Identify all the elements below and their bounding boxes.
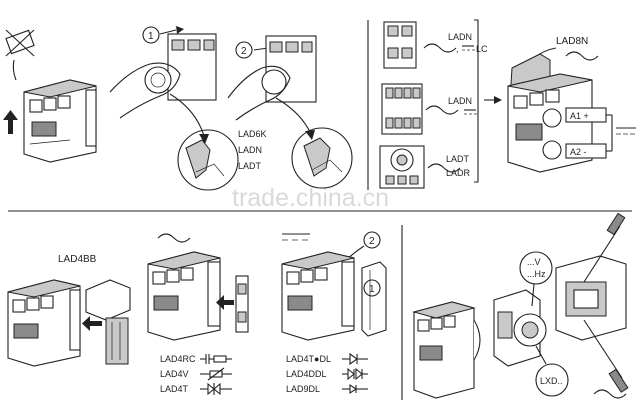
- dc-label-lad4tdl: LAD4T●DL: [286, 354, 331, 364]
- hand-rotating-module: [227, 35, 317, 121]
- bracket: [474, 19, 479, 183]
- aux-label-ladn-2: LADN: [448, 96, 472, 106]
- tvs-symbol-icon: [200, 382, 232, 396]
- coil-assembly: [493, 289, 547, 367]
- coil-housing: [555, 255, 627, 341]
- rc-symbol-icon: [200, 354, 232, 364]
- step-2-label: 2: [241, 46, 247, 57]
- suppressor-label-lad4rc: LAD4RC: [160, 354, 196, 364]
- crossed-tool-icon: [5, 29, 35, 57]
- dc-step-2-circle: [363, 231, 381, 249]
- coil-minus-label: A2 -: [570, 147, 587, 157]
- suppressor-module-ac: [235, 275, 249, 333]
- suppressor-label-lad4v: LAD4V: [160, 369, 189, 379]
- coil-ref-circle: [535, 363, 569, 397]
- contactor-lad4bb: [7, 279, 81, 367]
- up-arrow-icon: [3, 110, 18, 134]
- lad4bb-title: LAD4BB: [58, 254, 97, 265]
- step-1-arrow-icon: [159, 29, 177, 35]
- left-arrow-icon: [82, 316, 102, 331]
- lad4bb-module: [85, 279, 131, 365]
- coil-voltage-label: ...V: [527, 257, 541, 267]
- diode-symbol-icon: [342, 383, 368, 395]
- contactor-coil: [412, 301, 481, 399]
- panel-suppressors-ac: LAD4RC LAD4V LAD4T: [147, 233, 249, 396]
- coil-plus-label: A1 +: [570, 111, 589, 121]
- contactor-unit: [23, 79, 97, 163]
- module-label-ladt: LADT: [238, 161, 262, 171]
- left-arrow-2-icon: [216, 295, 234, 310]
- ac-symbol-3-icon: [427, 163, 461, 173]
- dc-step-1-label: 1: [369, 284, 375, 295]
- dc-label-lad4ddl: LAD4DDL: [286, 369, 327, 379]
- aux-title-lad8n: LAD8N: [556, 36, 588, 47]
- contactor-dc: [281, 251, 355, 341]
- voltage-leader-line: [531, 283, 535, 307]
- aux-label-ladt: LADT: [446, 154, 470, 164]
- aux-block-ladn-4: [381, 83, 423, 135]
- aux-label-ladn-1: LADN: [448, 32, 472, 42]
- step-1-circle: [142, 26, 160, 44]
- panel-removal: 1 2: [3, 26, 353, 191]
- screwdriver-top-icon: [583, 212, 626, 283]
- panel-suppressors-dc: 2 1 LAD4T●DL LAD4DDL LAD9DL: [281, 231, 387, 395]
- dc-supply-icon: [616, 127, 636, 135]
- aux-block-timer: [379, 145, 425, 189]
- step-2-circle: [235, 41, 253, 59]
- screwdriver-bottom-icon: [583, 319, 629, 393]
- ac-symbol-6-icon: [593, 389, 627, 399]
- watermark-text: trade.china.cn: [232, 184, 389, 212]
- ac-symbol-icon: [423, 43, 457, 53]
- aux-label-lc: LC: [476, 44, 488, 54]
- curve-arrow-icon: [169, 93, 205, 137]
- hand-removing-module: [109, 33, 217, 119]
- panel-coil: ...V ...Hz LXD..: [412, 212, 629, 399]
- coil-ref-leader-line: [535, 345, 547, 365]
- dc-symbol-2-icon: [464, 109, 477, 115]
- dc-label-lad9dl: LAD9DL: [286, 384, 320, 394]
- detail-circle-1: [177, 129, 239, 191]
- dc-symbol-3-icon: [282, 233, 310, 241]
- voltage-tag-circle: [519, 251, 553, 285]
- tvs-diode-symbol-icon: [342, 352, 368, 366]
- module-label-ladn: LADN: [238, 145, 262, 155]
- dc-symbol-icon: [462, 45, 475, 51]
- coil-frequency-label: ...Hz: [527, 269, 546, 279]
- suppressor-label-lad4t: LAD4T: [160, 384, 189, 394]
- panel-aux-blocks: LADN , LC LADN: [379, 19, 636, 189]
- svg-text:,: ,: [456, 44, 459, 54]
- aux-label-ladr: LADR: [446, 168, 471, 178]
- detail-circle-2: [291, 127, 353, 189]
- dc-step-2-label: 2: [369, 236, 375, 247]
- varistor-symbol-icon: [200, 367, 232, 381]
- module-label-lad6k: LAD6K: [238, 129, 267, 139]
- ac-symbol-5-icon: [157, 233, 191, 243]
- double-diode-symbol-icon: [342, 367, 368, 381]
- contactor-ac: [147, 251, 221, 341]
- curve-arrow-2-icon: [275, 97, 311, 133]
- coil-ref-label: LXD..: [540, 376, 563, 386]
- dc-step-1-circle: [363, 279, 381, 297]
- panel-lad4bb: LAD4BB: [7, 254, 131, 367]
- dc-suppressor-module: [361, 261, 387, 337]
- arrow-curve-icon: [12, 59, 17, 81]
- ac-symbol-4-icon: [565, 51, 599, 61]
- aux-block-ladn-2: [383, 21, 417, 69]
- ac-symbol-2-icon: [425, 105, 459, 115]
- step-1-label: 1: [148, 31, 154, 42]
